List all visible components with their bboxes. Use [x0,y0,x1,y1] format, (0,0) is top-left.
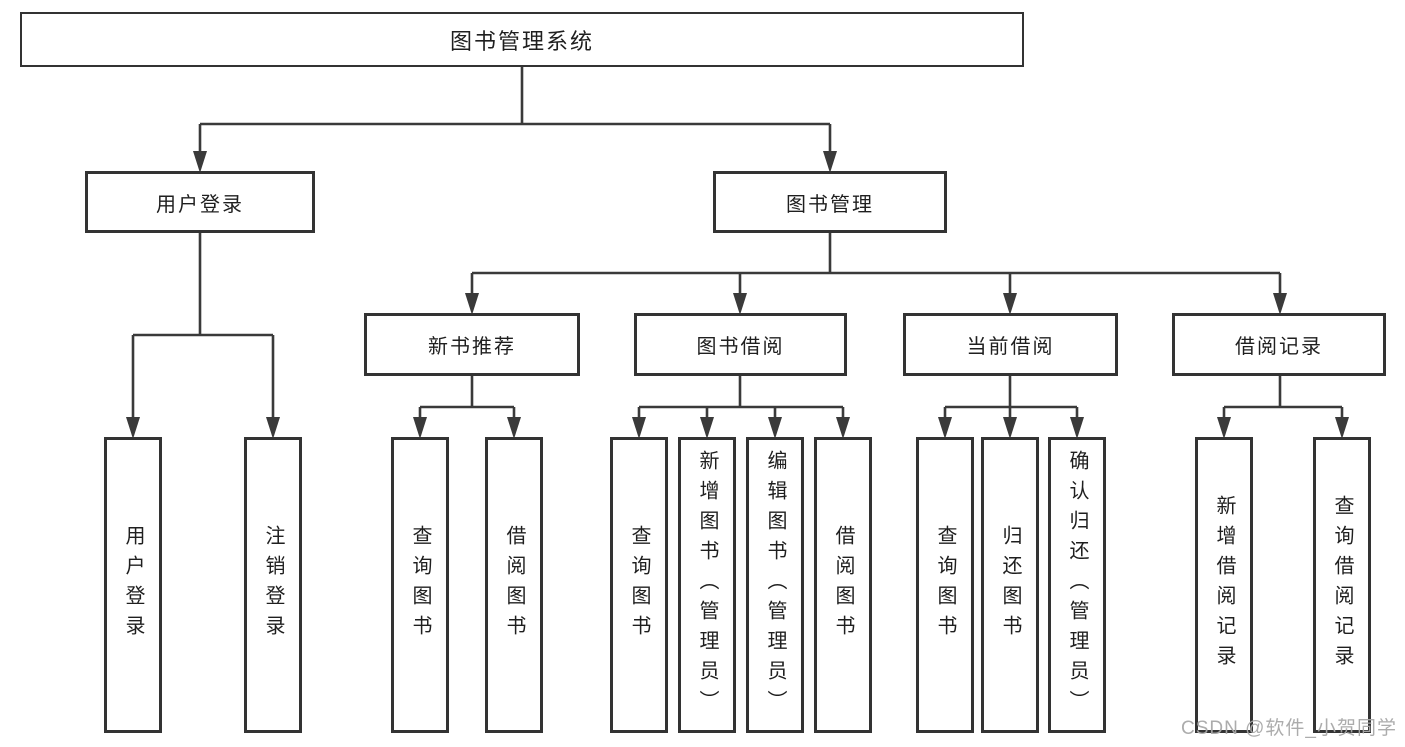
leaf-label: 注销登录 [262,525,284,645]
leaf-add-borrow-record: 新增借阅记录 [1195,437,1253,733]
node-book-management: 图书管理 [713,171,947,233]
leaf-return-books: 归还图书 [981,437,1039,733]
node-book-borrow: 图书借阅 [634,313,847,376]
leaf-label: 借阅图书 [832,525,854,645]
leaf-label: 新增借阅记录 [1213,495,1235,675]
leaf-user-login: 用户登录 [104,437,162,733]
leaf-query-books-recommend: 查询图书 [391,437,449,733]
node-borrow-records: 借阅记录 [1172,313,1386,376]
leaf-borrow-books: 借阅图书 [814,437,872,733]
leaf-confirm-return-admin: 确认归还（管理员） [1048,437,1106,733]
node-user-login: 用户登录 [85,171,315,233]
leaf-label: 用户登录 [122,525,144,645]
leaf-label: 查询借阅记录 [1331,495,1353,675]
node-label: 借阅记录 [1235,336,1323,358]
node-label: 当前借阅 [966,336,1055,358]
node-label: 新书推荐 [428,336,516,358]
leaf-query-borrow-record: 查询借阅记录 [1313,437,1371,733]
leaf-label: 确认归还（管理员） [1066,450,1088,720]
leaf-logout: 注销登录 [244,437,302,733]
leaf-query-books-borrow: 查询图书 [610,437,668,733]
node-library-management-system: 图书管理系统 [20,12,1024,67]
node-current-borrow: 当前借阅 [903,313,1118,376]
leaf-label: 查询图书 [409,525,431,645]
node-label: 用户登录 [156,193,244,216]
node-label: 图书管理系统 [449,28,594,54]
csdn-watermark: CSDN @软件_小贺同学 [1181,718,1397,739]
leaf-label: 归还图书 [999,525,1021,645]
leaf-label: 查询图书 [628,525,650,645]
node-new-book-recommend: 新书推荐 [364,313,580,376]
leaf-borrow-books-recommend: 借阅图书 [485,437,543,733]
leaf-edit-books-admin: 编辑图书（管理员） [746,437,804,733]
leaf-label: 新增图书（管理员） [696,450,718,720]
node-label: 图书借阅 [696,336,785,358]
leaf-label: 借阅图书 [503,525,525,645]
node-label: 图书管理 [786,193,874,216]
leaf-add-books-admin: 新增图书（管理员） [678,437,736,733]
leaf-label: 编辑图书（管理员） [764,450,786,720]
leaf-label: 查询图书 [934,525,956,645]
leaf-query-books-current: 查询图书 [916,437,974,733]
